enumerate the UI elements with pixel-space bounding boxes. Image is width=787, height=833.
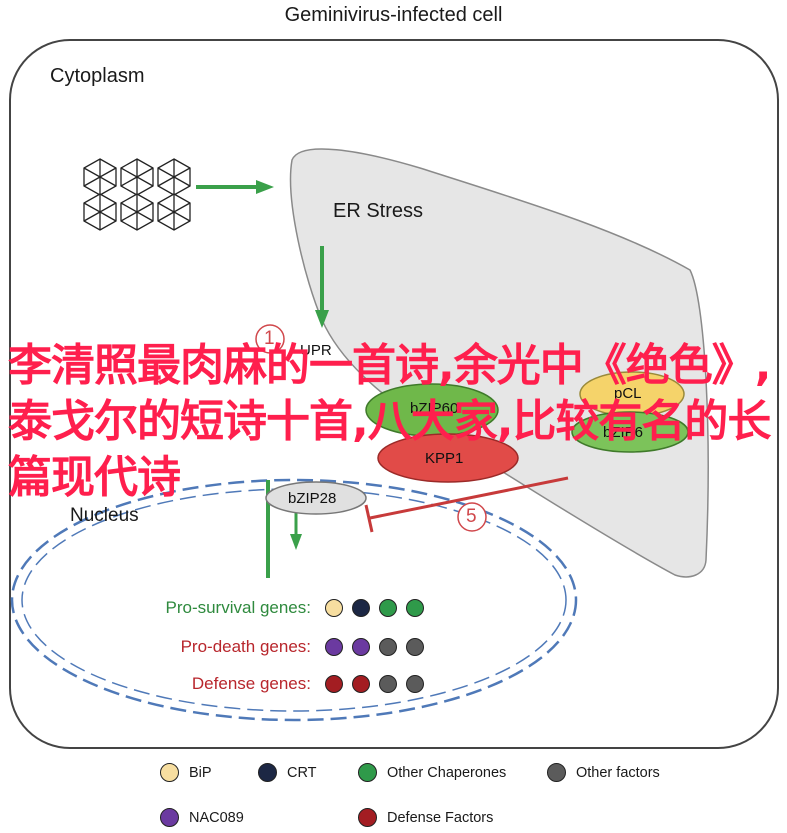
gene-row-label: Pro-survival genes: [165, 598, 311, 617]
legend-item-nac089: NAC089 [160, 808, 244, 827]
gene-dot [325, 638, 343, 656]
step-5-number: 5 [466, 506, 477, 527]
gene-dot [352, 675, 370, 693]
nucleus-envelope [10, 478, 578, 722]
step-1-number: 1 [264, 328, 275, 349]
nucleus-label: Nucleus [70, 505, 139, 526]
inhibition-line [364, 476, 569, 533]
pcl-label: pCL [614, 385, 642, 402]
bzip6-label: bZIP6 [603, 424, 644, 441]
legend-swatch [547, 763, 566, 782]
cytoplasm-label: Cytoplasm [50, 65, 145, 87]
kpp1-protein [377, 433, 519, 483]
legend-label: Defense Factors [387, 809, 494, 826]
gene-row-label: Pro-death genes: [180, 637, 311, 656]
cell-outline [9, 39, 779, 749]
upr-label: UPR [300, 342, 332, 359]
legend-item-bip: BiP [160, 763, 212, 782]
kpp1-label: KPP1 [425, 450, 464, 467]
bzip28-label: bZIP28 [288, 490, 337, 507]
legend-swatch [160, 808, 179, 827]
legend-swatch [358, 763, 377, 782]
gene-dot [352, 638, 370, 656]
legend-swatch [258, 763, 277, 782]
legend-label: CRT [287, 764, 317, 781]
step-5-badge [457, 502, 487, 532]
legend-label: Other Chaperones [387, 764, 507, 781]
legend-swatch [160, 763, 179, 782]
gene-dot [325, 675, 343, 693]
legend-item-defense-factors: Defense Factors [358, 808, 493, 827]
gene-row-defense: Defense genes: [115, 674, 433, 694]
er-stress-label: ER Stress [333, 200, 424, 222]
gene-dot [325, 599, 343, 617]
legend-item-other-factors: Other factors [547, 763, 660, 782]
legend-label: BiP [189, 764, 212, 781]
er-membrane [289, 148, 709, 578]
gene-row-pro-survival: Pro-survival genes: [115, 598, 433, 618]
bzip60-nuclear-protein [265, 481, 367, 515]
virus-particles-icon [83, 158, 191, 231]
diagram-title: Geminivirus-infected cell [284, 4, 503, 26]
step-1-badge [255, 324, 285, 354]
legend-label: Other factors [576, 764, 660, 781]
gene-dot [352, 599, 370, 617]
gene-dot [406, 599, 424, 617]
bzip60-label: bZIP60 [410, 400, 459, 417]
overlay-watermark-text: 李清照最肉麻的一首诗,余光中《绝色》,泰戈尔的短诗十首,八大家,比较有名的长篇现… [8, 340, 771, 503]
gene-dot [379, 599, 397, 617]
gene-dot [406, 638, 424, 656]
nucleus-envelope-inner [21, 488, 567, 712]
gene-dot [406, 675, 424, 693]
legend-swatch [358, 808, 377, 827]
gene-dot [379, 675, 397, 693]
legend-item-crt: CRT [258, 763, 317, 782]
gene-row-label: Defense genes: [191, 674, 311, 693]
bzip6-protein [571, 411, 689, 453]
legend-label: NAC089 [189, 809, 244, 826]
legend-item-other-chaperones: Other Chaperones [358, 763, 506, 782]
gene-dot [379, 638, 397, 656]
gene-row-pro-death: Pro-death genes: [115, 637, 433, 657]
